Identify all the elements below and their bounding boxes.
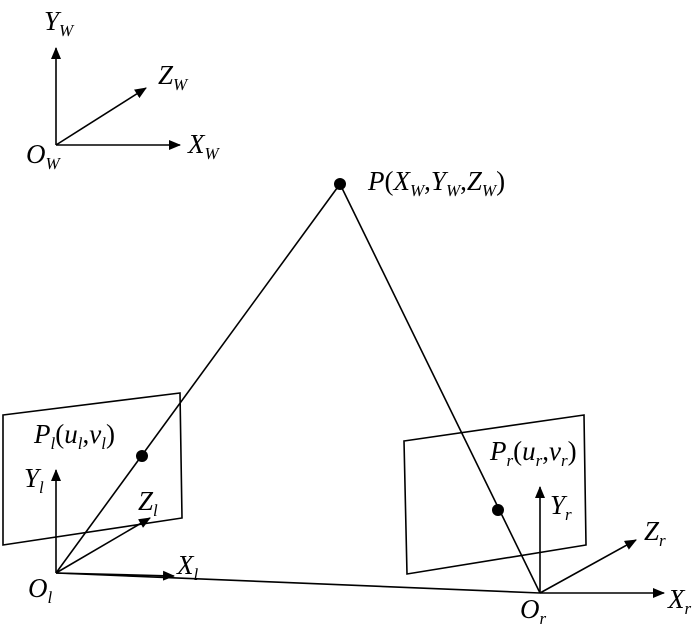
baseline xyxy=(55,572,541,594)
world-origin-label: OW xyxy=(26,139,62,173)
right-y-label: Yr xyxy=(550,490,572,524)
left-origin-label: Ol xyxy=(28,573,53,607)
right-x-label: Xr xyxy=(667,584,692,618)
world-z-label: ZW xyxy=(158,60,189,94)
right-image-point xyxy=(492,504,504,516)
left-y-label: Yl xyxy=(24,463,44,497)
right-projection-ray xyxy=(339,183,541,594)
left-z-axis xyxy=(55,517,151,574)
right-z-label: Zr xyxy=(644,516,666,550)
world-point-p xyxy=(334,178,346,190)
right-image-point-label: Pr(ur,vr) xyxy=(489,436,577,470)
world-y-label: YW xyxy=(44,6,75,40)
right-origin-label: Or xyxy=(520,594,547,628)
left-image-point xyxy=(136,450,148,462)
world-z-axis xyxy=(55,87,147,146)
world-coordinate-system: YW ZW XW OW xyxy=(26,6,221,173)
left-x-axis xyxy=(55,570,175,581)
left-z-label: Zl xyxy=(138,486,158,520)
left-camera-axes xyxy=(51,469,175,581)
right-image-plane xyxy=(403,414,587,575)
right-z-axis xyxy=(539,539,637,594)
world-x-label: XW xyxy=(187,129,221,163)
left-projection-ray xyxy=(55,183,341,574)
right-camera-axes xyxy=(535,486,665,598)
left-image-plane xyxy=(2,392,183,546)
left-x-label: Xl xyxy=(176,550,199,584)
left-image-point-label: Pl(ul,vl) xyxy=(33,419,115,453)
world-point-label: P(XW,YW,ZW) xyxy=(367,166,505,200)
